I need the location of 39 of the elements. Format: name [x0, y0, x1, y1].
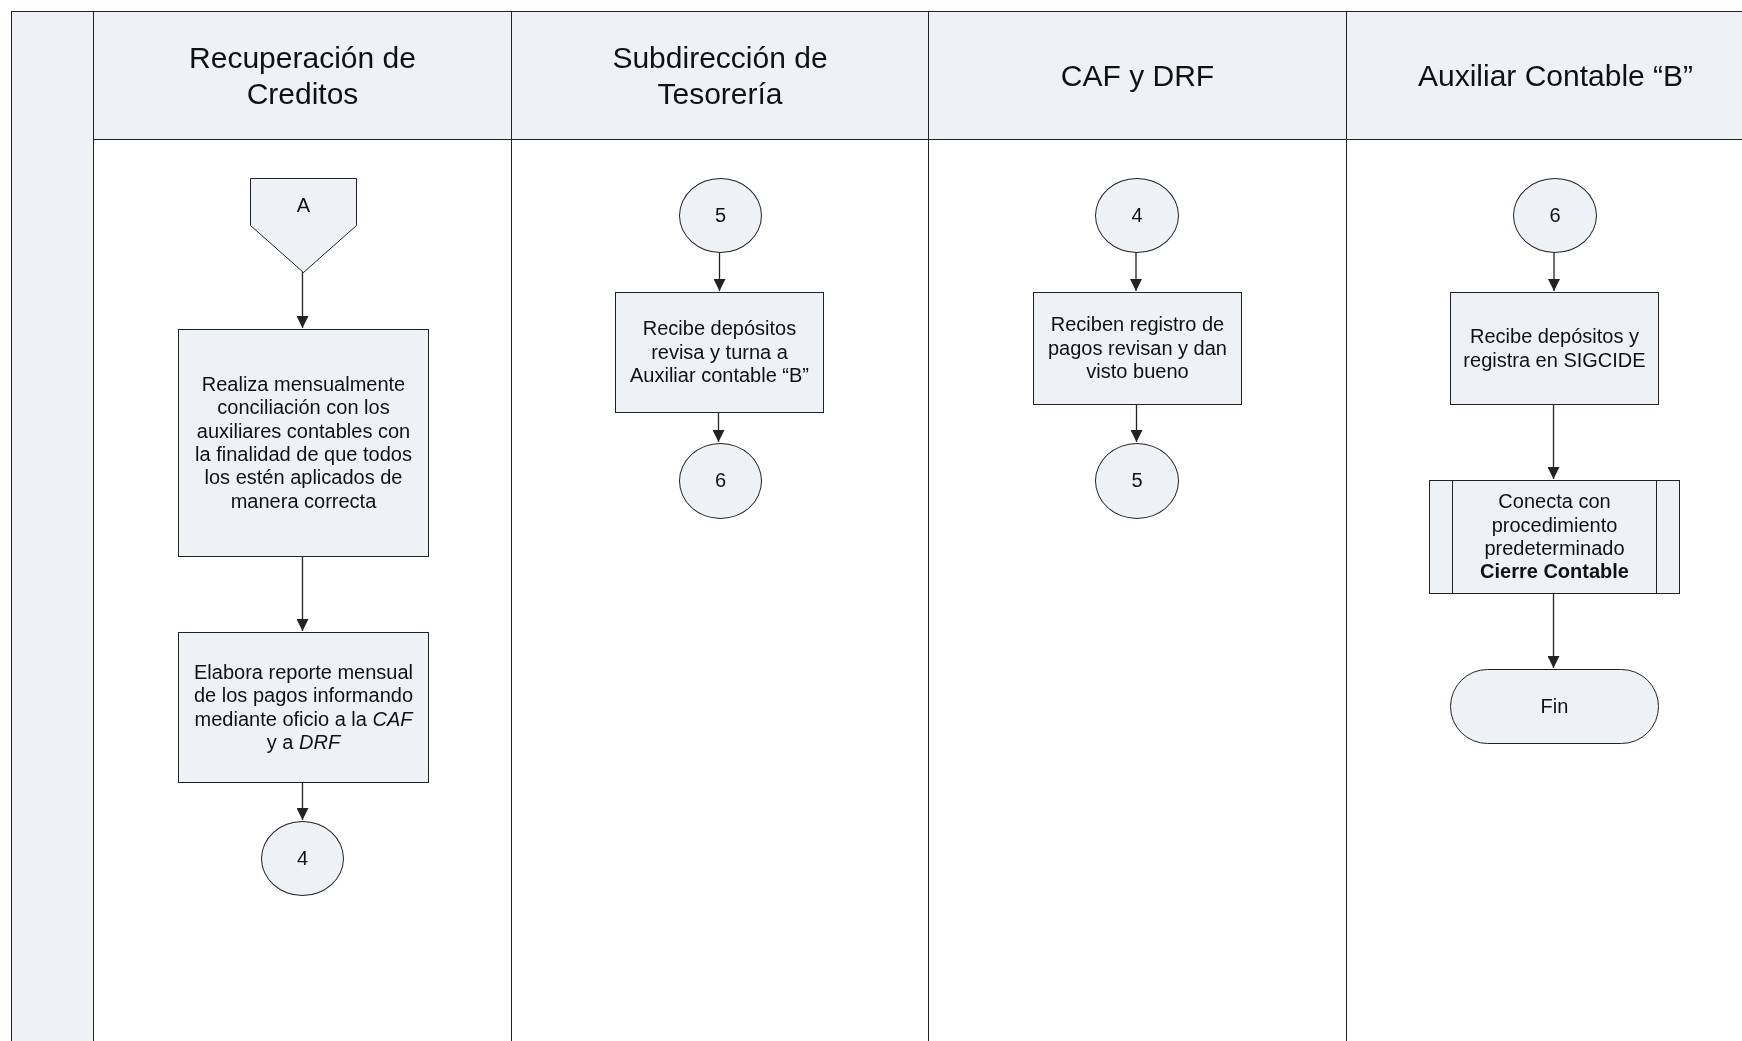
shape-text: 5 [1131, 469, 1143, 493]
arrow [712, 411, 725, 443]
lane-header: Subdirección de Tesorería [512, 12, 928, 140]
predefined-process-box [1429, 480, 1680, 594]
shape-text: A [296, 193, 311, 218]
arrow [1548, 251, 1560, 292]
shape-text: 6 [714, 469, 727, 493]
shape-text: Fin [1540, 694, 1569, 719]
arrow [296, 271, 309, 329]
shape-text: Elabora reporte mensual de los pagos informando mediante oficio a la CAF y a DRF [192, 660, 415, 755]
pool-label-band [11, 11, 94, 1041]
process-box [1450, 292, 1659, 405]
swimlane [1346, 11, 1742, 1041]
shape-text: Reciben registro de pagos revisan y dan visto bueno [1047, 313, 1228, 384]
swimlane [928, 11, 1346, 1041]
shape-text: 4 [296, 846, 309, 871]
process-box [615, 292, 824, 413]
arrow [1547, 403, 1560, 480]
lane-header: Recuperación de Creditos [94, 12, 511, 140]
shape-text: Conecta con procedimiento predeterminado Cierre Contable [1479, 490, 1630, 584]
lane-header: CAF y DRF [929, 12, 1346, 140]
process-box [178, 632, 429, 783]
shape-text: Realiza mensualmente conciliación con los auxiliares contables con la finalidad de que todos los estén aplicados de manera correcta [194, 372, 413, 514]
arrow [1130, 403, 1143, 443]
arrow [296, 555, 309, 632]
arrow [296, 781, 309, 821]
swimlane [511, 11, 928, 1041]
lane-header: Auxiliar Contable “B” [1347, 12, 1742, 140]
shape-text: 5 [714, 203, 727, 228]
shape-text: 4 [1131, 203, 1143, 228]
arrow [1130, 251, 1142, 292]
shape-text: 6 [1549, 203, 1561, 228]
off-page-connector [250, 178, 357, 273]
arrow [713, 251, 726, 292]
shape-text: Recibe depósitos y registra en SIGCIDE [1463, 325, 1646, 372]
shape-text: Recibe depósitos revisa y turna a Auxiliar contable “B” [629, 317, 810, 388]
process-box [178, 329, 429, 557]
arrow [1547, 592, 1560, 669]
process-box [1033, 292, 1242, 405]
